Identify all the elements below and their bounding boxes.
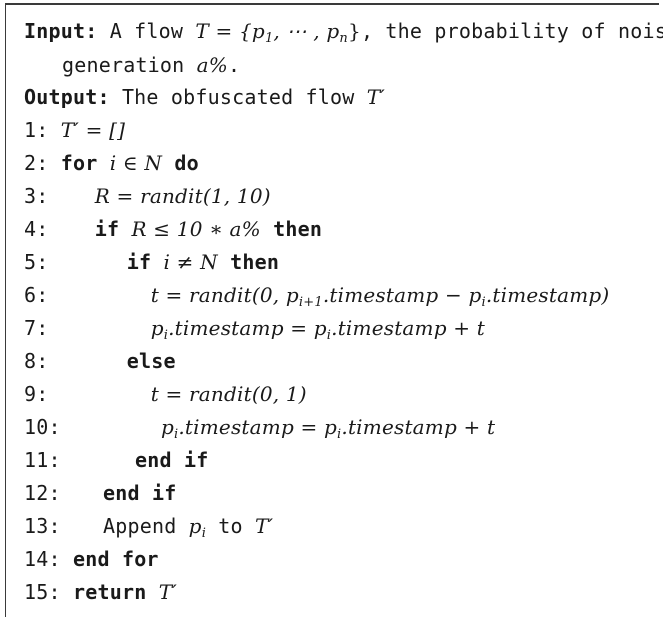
line-math: R ≤ 10 ∗ a% xyxy=(131,217,261,241)
algo-line-7: 7: pi.timestamp = pi.timestamp + t xyxy=(24,313,485,343)
line-number: 3: xyxy=(24,184,49,208)
line-text-3: .timestamp + t xyxy=(341,415,496,439)
keyword-end-if: end if xyxy=(102,481,177,505)
line-text-3: .timestamp + t xyxy=(331,316,486,340)
line-number: 12: xyxy=(24,481,61,505)
algo-line-6: 6: t = randit(0, pi+1.timestamp − pi.tim… xyxy=(24,280,609,310)
line-number: 7: xyxy=(24,316,49,340)
input-sub-1: 1 xyxy=(264,31,274,46)
line-number: 14: xyxy=(24,547,61,571)
input-math: T = {p xyxy=(195,19,265,43)
line-number: 15: xyxy=(24,580,61,604)
algo-line-11: 11: end if xyxy=(24,445,208,475)
line-sub: i xyxy=(201,526,207,541)
input-label: Input: xyxy=(24,19,98,43)
line-math: i ≠ N xyxy=(163,250,218,274)
line-text-2: to xyxy=(206,514,256,538)
keyword-if: if xyxy=(126,250,152,274)
input-period: . xyxy=(227,53,241,77)
line-sub-2: i xyxy=(337,427,342,442)
line-math: T′ xyxy=(158,580,177,604)
line-text-3: .timestamp) xyxy=(485,283,610,307)
line-number: 9: xyxy=(24,382,49,406)
line-text: Append xyxy=(102,514,189,538)
line-number: 8: xyxy=(24,349,49,373)
line-sub: i+1 xyxy=(298,295,323,310)
line-text: t = randit(0, 1) xyxy=(150,382,307,406)
line-number: 2: xyxy=(24,151,49,175)
line-sub: i xyxy=(174,427,179,442)
input-dots: , ⋯ , p xyxy=(273,19,340,43)
algo-line-2: 2: for i ∈ N do xyxy=(24,148,199,178)
algo-line-13: 13: Append pi to T′ xyxy=(24,511,273,541)
line-text-2: .timestamp − p xyxy=(322,283,482,307)
line-number: 5: xyxy=(24,250,49,274)
algo-line-4: 4: if R ≤ 10 ∗ a% then xyxy=(24,214,322,244)
input-math-2: a% xyxy=(196,53,228,77)
line-text-2: .timestamp = p xyxy=(168,316,327,340)
line-text: R = randit(1, 10) xyxy=(94,184,271,208)
line-number: 13: xyxy=(24,514,61,538)
line-number: 1: xyxy=(24,118,49,142)
keyword-do: do xyxy=(174,151,199,175)
keyword-end-if: end if xyxy=(134,448,209,472)
line-math: p xyxy=(188,514,202,538)
algo-line-9: 9: t = randit(0, 1) xyxy=(24,379,307,409)
keyword-end-for: end for xyxy=(72,547,159,571)
line-sub-2: i xyxy=(481,295,486,310)
input-close: } xyxy=(348,19,361,43)
algo-line-15: 15: return T′ xyxy=(24,577,177,607)
input-text-c: generation xyxy=(62,53,197,77)
input-text: A flow xyxy=(109,19,196,43)
algo-line-5: 5: if i ≠ N then xyxy=(24,247,279,277)
keyword-if: if xyxy=(94,217,120,241)
keyword-for: for xyxy=(60,151,98,175)
line-text: p xyxy=(150,316,164,340)
algo-line-14: 14: end for xyxy=(24,544,159,574)
algo-line-8: 8: else xyxy=(24,346,176,376)
line-sub: i xyxy=(163,328,169,343)
output-text: The obfuscated flow xyxy=(121,85,367,109)
input-continuation: generation a%. xyxy=(62,50,240,80)
keyword-else: else xyxy=(126,349,176,373)
line-number: 11: xyxy=(24,448,61,472)
line-text: p xyxy=(160,415,174,439)
output-label: Output: xyxy=(24,85,110,109)
input-sub-n: n xyxy=(339,31,348,46)
line-number: 6: xyxy=(24,283,49,307)
algo-line-12: 12: end if xyxy=(24,478,176,508)
input-text-b: , the probability of noise xyxy=(360,19,663,43)
top-rule xyxy=(5,3,659,5)
line-sub-2: i xyxy=(326,328,332,343)
line-text-2: .timestamp = p xyxy=(178,415,338,439)
keyword-then: then xyxy=(273,217,323,241)
left-rule xyxy=(5,3,6,617)
algo-line-3: 3: R = randit(1, 10) xyxy=(24,181,271,211)
algo-line-10: 10: pi.timestamp = pi.timestamp + t xyxy=(24,412,495,442)
line-math: i ∈ N xyxy=(109,151,163,175)
algo-line-1: 1: T′ = [] xyxy=(24,115,125,145)
input-line: Input: A flow T = {p1, ⋯ , pn}, the prob… xyxy=(24,16,663,46)
line-number: 10: xyxy=(24,415,61,439)
keyword-then: then xyxy=(230,250,280,274)
line-text: t = randit(0, p xyxy=(150,283,299,307)
line-math-2: T′ xyxy=(255,514,274,538)
keyword-return: return xyxy=(72,580,147,604)
line-number: 4: xyxy=(24,217,49,241)
line-text: T′ = [] xyxy=(60,118,126,142)
output-line: Output: The obfuscated flow T′ xyxy=(24,82,385,112)
output-math: T′ xyxy=(366,85,386,109)
